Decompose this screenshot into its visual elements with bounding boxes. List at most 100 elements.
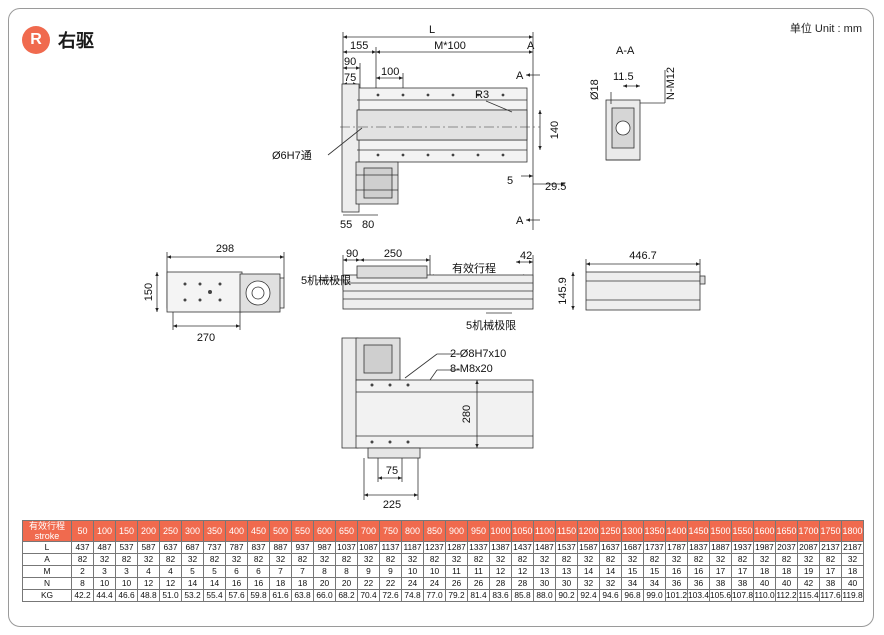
table-cell: 82 xyxy=(643,553,666,566)
table-cell: 14 xyxy=(203,577,226,590)
table-cell: 4 xyxy=(137,565,160,578)
table-cell: 57.6 xyxy=(225,589,248,602)
table-cell: 1087 xyxy=(357,541,380,554)
bottom-thread-label: 8-M8x20 xyxy=(450,363,493,375)
table-row-label: N xyxy=(22,577,72,590)
dim-m100: M*100 xyxy=(434,40,466,52)
table-cell: 63.8 xyxy=(291,589,314,602)
table-cell: 32 xyxy=(137,553,160,566)
section-a-mid: A xyxy=(516,70,524,82)
table-cell: 103.4 xyxy=(687,589,710,602)
end-view-holes xyxy=(183,282,222,302)
table-cell: 1437 xyxy=(511,541,534,554)
table-cell: 1887 xyxy=(709,541,732,554)
stroke-header-cell: 1750 xyxy=(819,520,842,542)
page-title: 右驱 xyxy=(58,31,94,51)
table-cell: 36 xyxy=(687,577,710,590)
table-cell: 13 xyxy=(555,565,578,578)
table-cell: 1587 xyxy=(577,541,600,554)
table-cell: 40 xyxy=(841,577,864,590)
table-cell: 72.6 xyxy=(379,589,402,602)
table-cell: 1987 xyxy=(753,541,776,554)
table-cell: 837 xyxy=(247,541,270,554)
table-cell: 101.2 xyxy=(665,589,688,602)
table-cell: 9 xyxy=(357,565,380,578)
table-cell: 32 xyxy=(401,553,424,566)
stroke-header-cell: 1600 xyxy=(753,520,776,542)
dim-155: 155 xyxy=(350,40,368,52)
stroke-header-cell: 450 xyxy=(247,520,270,542)
unit-label: 单位 Unit : mm xyxy=(789,23,862,35)
stroke-header-cell: 900 xyxy=(445,520,468,542)
table-cell: 32 xyxy=(445,553,468,566)
table-cell: 32 xyxy=(357,553,380,566)
bottom-view-holes xyxy=(370,383,410,444)
dim-L: L xyxy=(429,24,435,36)
table-cell: 18 xyxy=(269,577,292,590)
bottom-dim-280: 280 xyxy=(461,405,473,423)
table-cell: 1637 xyxy=(599,541,622,554)
stroke-label-en: stroke xyxy=(34,531,60,541)
table-cell: 112.2 xyxy=(775,589,798,602)
table-cell: 987 xyxy=(313,541,336,554)
dim-r3: R3 xyxy=(475,89,489,101)
table-cell: 48.8 xyxy=(137,589,160,602)
end-view xyxy=(155,252,285,330)
section-a-top: A xyxy=(527,40,535,52)
table-cell: 20 xyxy=(335,577,358,590)
table-cell: 6 xyxy=(247,565,270,578)
stroke-header-cell: 1300 xyxy=(621,520,644,542)
table-cell: 22 xyxy=(379,577,402,590)
table-cell: 32 xyxy=(577,553,600,566)
table-cell: 20 xyxy=(313,577,336,590)
table-cell: 12 xyxy=(511,565,534,578)
table-cell: 82 xyxy=(159,553,182,566)
table-cell: 10 xyxy=(401,565,424,578)
table-cell: 82 xyxy=(379,553,402,566)
table-cell: 4 xyxy=(159,565,182,578)
technical-drawing: L 155 M*100 90 75 100 R3 140 Ø6H7通 5 29.… xyxy=(143,24,706,511)
table-cell: 82 xyxy=(291,553,314,566)
hole-label: Ø6H7通 xyxy=(272,149,312,162)
table-cell: 79.2 xyxy=(445,589,468,602)
stroke-header-cell: 100 xyxy=(93,520,116,542)
stroke-header-cell: 1400 xyxy=(665,520,688,542)
table-cell: 34 xyxy=(621,577,644,590)
table-cell: 17 xyxy=(709,565,732,578)
table-cell: 2087 xyxy=(797,541,820,554)
table-cell: 32 xyxy=(709,553,732,566)
table-cell: 18 xyxy=(775,565,798,578)
table-cell: 83.6 xyxy=(489,589,512,602)
table-cell: 82 xyxy=(71,553,94,566)
table-cell: 1137 xyxy=(379,541,402,554)
table-row-label: KG xyxy=(22,589,72,602)
stroke-header-cell: 1800 xyxy=(841,520,864,542)
table-cell: 82 xyxy=(247,553,270,566)
table-cell: 15 xyxy=(643,565,666,578)
rear-dim-446-7: 446.7 xyxy=(629,250,657,262)
table-cell: 74.8 xyxy=(401,589,424,602)
table-row-label: L xyxy=(22,541,72,554)
table-cell: 105.6 xyxy=(709,589,732,602)
bottom-pin-label: 2-Ø8H7x10 xyxy=(450,348,506,360)
table-cell: 16 xyxy=(225,577,248,590)
table-cell: 59.8 xyxy=(247,589,270,602)
dim-270: 270 xyxy=(197,332,215,344)
stroke-header-cell: 1150 xyxy=(555,520,578,542)
table-cell: 487 xyxy=(93,541,116,554)
table-cell: 12 xyxy=(137,577,160,590)
stroke-header-cell: 150 xyxy=(115,520,138,542)
table-cell: 32 xyxy=(577,577,600,590)
bottom-dim-75: 75 xyxy=(386,465,398,477)
stroke-header-cell: 1100 xyxy=(533,520,556,542)
table-cell: 32 xyxy=(533,553,556,566)
table-cell: 687 xyxy=(181,541,204,554)
table-cell: 1687 xyxy=(621,541,644,554)
table-cell: 82 xyxy=(775,553,798,566)
table-cell: 1837 xyxy=(687,541,710,554)
bottom-dim-225: 225 xyxy=(383,499,401,511)
table-cell: 1787 xyxy=(665,541,688,554)
table-cell: 107.8 xyxy=(731,589,754,602)
table-cell: 12 xyxy=(489,565,512,578)
